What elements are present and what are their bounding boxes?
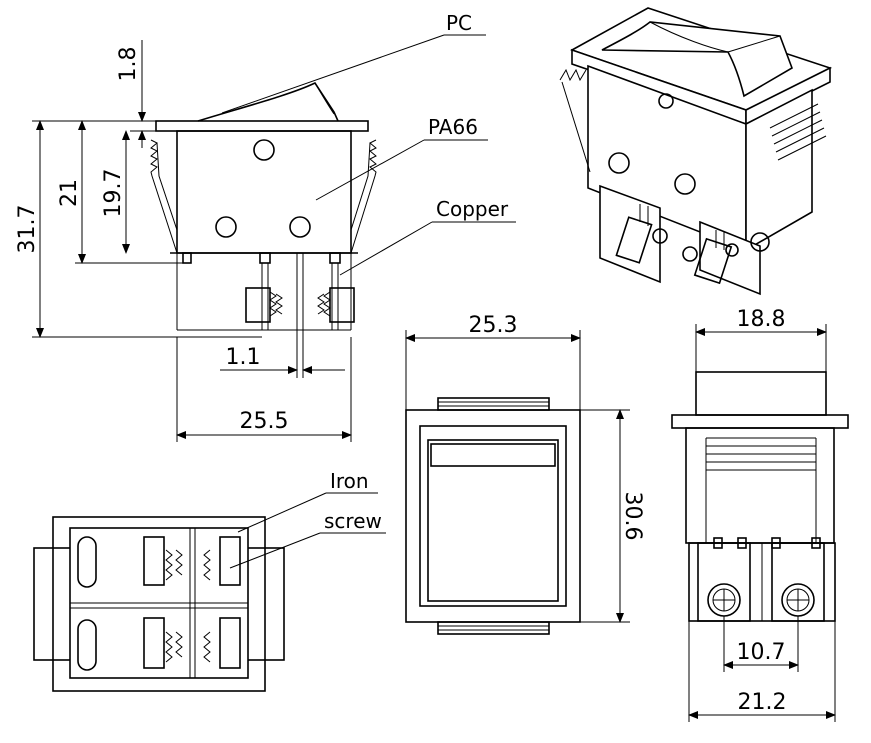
rocker-actuator xyxy=(197,81,339,122)
end-rocker xyxy=(695,371,827,416)
iso-hole-right xyxy=(674,173,696,195)
side-hole-top xyxy=(253,139,275,161)
iso-screw-4 xyxy=(725,243,739,257)
iso-screw-1 xyxy=(652,228,668,244)
label-iron: Iron xyxy=(330,469,369,493)
spring-right-b xyxy=(317,293,325,315)
isometric-view xyxy=(559,7,833,296)
pin-3 xyxy=(329,252,341,264)
end-pin-3 xyxy=(771,537,781,549)
bottom-slot-top xyxy=(77,536,97,588)
bottom-spring-tl xyxy=(165,549,173,581)
end-pin-2 xyxy=(737,537,747,549)
label-pc: PC xyxy=(446,11,472,35)
bottom-spring-tl2 xyxy=(175,549,183,576)
dim-body-height: 19.7 xyxy=(101,169,126,218)
iso-base-left xyxy=(599,184,661,284)
bottom-slot-bottom xyxy=(77,619,97,671)
leader-copper xyxy=(339,221,433,276)
end-view: 18.8 10.7 21.2 xyxy=(671,307,849,722)
terminal-right xyxy=(329,287,355,323)
label-pa66: PA66 xyxy=(428,115,478,139)
right-latch xyxy=(350,139,377,254)
dim-screw-pitch: 10.7 xyxy=(737,640,786,665)
rocker-edge xyxy=(314,82,335,115)
dim-side-width: 18.8 xyxy=(737,307,786,332)
dim-housing-height: 21 xyxy=(57,179,82,207)
end-pin-4 xyxy=(811,537,821,549)
front-rib-top xyxy=(437,397,550,411)
spring-left-b xyxy=(275,293,283,315)
side-hole-left xyxy=(215,216,237,238)
label-screw: screw xyxy=(324,509,382,533)
front-frame-inner xyxy=(419,425,567,607)
iso-terminal-2 xyxy=(693,237,733,285)
front-rib-top-lines xyxy=(438,401,549,407)
iso-flange-side xyxy=(745,66,831,126)
iso-screw-3 xyxy=(750,232,770,252)
end-ribs xyxy=(706,437,816,471)
side-housing xyxy=(176,130,352,254)
bottom-terminal-tl xyxy=(143,536,165,586)
terminal-left xyxy=(245,287,271,323)
bottom-spring-br xyxy=(203,631,211,663)
front-frame xyxy=(405,409,581,623)
dim-actuator-height: 1.8 xyxy=(116,47,141,82)
right-latch-inner xyxy=(350,142,371,231)
leader-screw xyxy=(229,532,321,569)
side-hole-right xyxy=(289,216,311,238)
leader-pa66 xyxy=(315,139,425,201)
iso-ribs xyxy=(769,103,827,161)
bottom-outer xyxy=(52,516,266,692)
iso-left-latch xyxy=(559,68,591,173)
iso-hole-left xyxy=(608,152,630,174)
dim-front-height: 30.6 xyxy=(620,492,645,541)
bottom-spring-bl2 xyxy=(175,631,183,658)
front-rib-bottom xyxy=(437,621,550,635)
iso-rocker xyxy=(601,21,793,98)
leader-pc xyxy=(221,34,445,114)
dim-overall-width: 25.5 xyxy=(240,409,289,434)
left-latch xyxy=(150,139,178,254)
iso-base-right xyxy=(699,220,761,296)
dim-terminal-gap: 1.1 xyxy=(226,345,261,370)
side-view: 1.8 19.7 21 31.7 1.1 25.5 PC PA66 xyxy=(15,11,516,442)
side-flange xyxy=(155,120,369,132)
bottom-terminal-tr xyxy=(219,536,241,586)
iso-screw-2 xyxy=(682,246,698,262)
dim-total-height: 31.7 xyxy=(15,205,40,254)
end-body xyxy=(685,427,835,544)
end-flange xyxy=(671,414,849,429)
label-copper: Copper xyxy=(436,197,509,221)
bottom-spring-bl xyxy=(165,631,173,663)
pin-2 xyxy=(259,252,271,264)
iso-pins xyxy=(639,204,725,250)
spring-left xyxy=(269,291,277,317)
end-pin-1 xyxy=(713,537,723,549)
end-screw-left-cross xyxy=(713,589,735,611)
iso-hole-top xyxy=(658,93,674,109)
spring-right xyxy=(323,291,331,317)
front-rib-bottom-lines xyxy=(438,625,549,631)
end-screw-right-cross xyxy=(787,589,809,611)
dim-front-width: 25.3 xyxy=(469,313,518,338)
left-latch-inner xyxy=(156,142,178,231)
bottom-terminal-bl xyxy=(143,617,165,669)
front-rocker-top xyxy=(430,443,556,467)
bottom-spring-tr xyxy=(203,549,211,581)
leader-iron xyxy=(237,492,327,533)
iso-rocker-edge xyxy=(727,35,781,53)
pin-1 xyxy=(182,252,192,264)
front-view: 25.3 30.6 xyxy=(405,313,645,635)
iso-body-side xyxy=(745,88,813,252)
bottom-view: Iron screw xyxy=(33,469,386,692)
front-rocker xyxy=(427,439,559,602)
iso-rocker-curve xyxy=(649,21,729,53)
dim-base-width: 21.2 xyxy=(738,690,787,715)
bottom-terminal-br xyxy=(219,617,241,669)
